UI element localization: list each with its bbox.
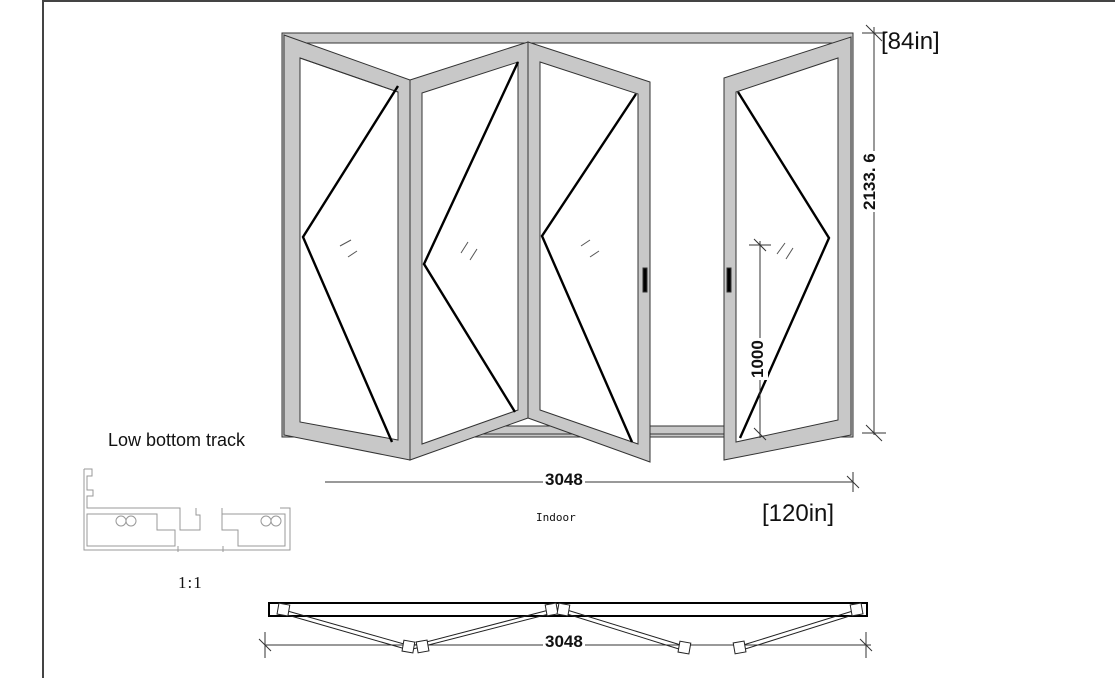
track-profile [83, 468, 291, 552]
opening-indicators [301, 61, 831, 443]
width-inches-label: [120in] [762, 500, 835, 527]
plan-width-label: 3048 [543, 632, 585, 652]
elevation-view [281, 32, 854, 463]
sheet-border [42, 0, 1115, 678]
height-mm-label: 2133. 6 [860, 151, 880, 212]
track-scale-label: 1:1 [178, 573, 203, 592]
width-mm-label: 3048 [543, 470, 585, 490]
handle-height-label: 1000 [748, 338, 768, 380]
plan-view [268, 602, 868, 655]
glass-marks [339, 239, 794, 261]
panel-2 [409, 41, 529, 461]
indoor-label: Indoor [536, 511, 576, 524]
panel-3 [527, 41, 651, 463]
track-title: Low bottom track [108, 430, 246, 450]
height-inches-label: [84in] [881, 28, 940, 55]
handle-panel-3 [642, 267, 648, 293]
handle-panel-4 [726, 267, 732, 293]
